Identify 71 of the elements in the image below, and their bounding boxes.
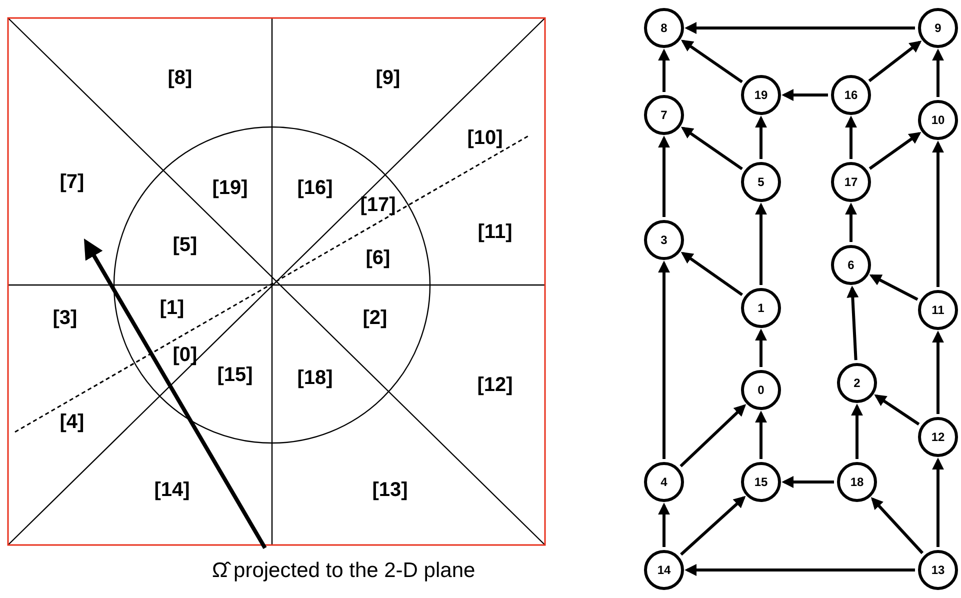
arrow: [658, 48, 670, 92]
cell-number: [0]: [172, 345, 198, 365]
node-circle: 19: [741, 75, 781, 115]
cell-number: [15]: [217, 365, 253, 385]
arrow: [658, 260, 670, 459]
node-circle: 9: [918, 8, 958, 48]
arrow: [868, 40, 922, 82]
arrow: [932, 330, 944, 414]
cell-number: [9]: [376, 68, 400, 88]
arrow: [932, 458, 944, 547]
arrow: [658, 136, 670, 217]
node-circle: 13: [918, 550, 958, 590]
cell-number: [1]: [160, 298, 184, 318]
node-circle: 5: [741, 162, 781, 202]
arrow: [782, 89, 828, 101]
cell-number: [3]: [52, 308, 78, 328]
cell-number: [14]: [154, 480, 190, 500]
cell-number: [19]: [212, 178, 248, 198]
node-circle: 1: [741, 288, 781, 328]
arrow: [680, 496, 746, 556]
cell-number: [5]: [172, 235, 198, 255]
node-circle: 6: [831, 245, 871, 285]
node-circle: 18: [837, 462, 877, 502]
arrow: [845, 116, 857, 159]
cell-number: [4]: [60, 412, 84, 432]
node-circle: 3: [644, 220, 684, 260]
cell-number: [13]: [372, 480, 408, 500]
arrow: [680, 252, 744, 296]
arrow: [851, 404, 863, 459]
arrow: [782, 476, 834, 488]
arrow: [846, 286, 859, 360]
node-circle: 7: [644, 95, 684, 135]
node-circle: 12: [918, 417, 958, 457]
arrow: [680, 40, 743, 84]
arrow: [755, 410, 767, 459]
arrow: [755, 116, 767, 159]
arrow: [658, 502, 670, 547]
caption: Ω̂ projected to the 2-D plane: [212, 560, 476, 581]
arrow: [932, 48, 944, 97]
node-circle: 10: [918, 100, 958, 140]
cell-number: [16]: [297, 178, 333, 198]
node-circle: 14: [644, 550, 684, 590]
cell-number: [6]: [366, 248, 390, 268]
arrow: [870, 497, 924, 554]
cell-number: [8]: [168, 68, 192, 88]
arrow: [680, 404, 746, 468]
cell-number: [7]: [60, 172, 84, 192]
cell-number: [11]: [478, 222, 512, 242]
node-circle: 16: [831, 75, 871, 115]
node-circle: 4: [644, 462, 684, 502]
cell-number: [17]: [360, 195, 396, 215]
arrow: [684, 22, 915, 34]
node-circle: 0: [741, 370, 781, 410]
cell-number: [18]: [297, 368, 333, 388]
node-circle: 17: [831, 162, 871, 202]
cell-number: [10]: [467, 128, 503, 148]
arrow: [874, 394, 920, 426]
node-circle: 8: [644, 8, 684, 48]
arrow: [845, 202, 857, 242]
arrow: [755, 202, 767, 285]
node-circle: 11: [918, 290, 958, 330]
cell-number: [2]: [362, 308, 388, 328]
arrow: [680, 126, 743, 170]
arrow: [869, 274, 918, 301]
arrow: [868, 132, 922, 170]
arrow: [932, 140, 944, 287]
cell-number: [12]: [477, 375, 513, 395]
node-circle: 15: [741, 462, 781, 502]
node-circle: 2: [837, 363, 877, 403]
arrow: [755, 328, 767, 367]
arrow: [684, 564, 915, 576]
